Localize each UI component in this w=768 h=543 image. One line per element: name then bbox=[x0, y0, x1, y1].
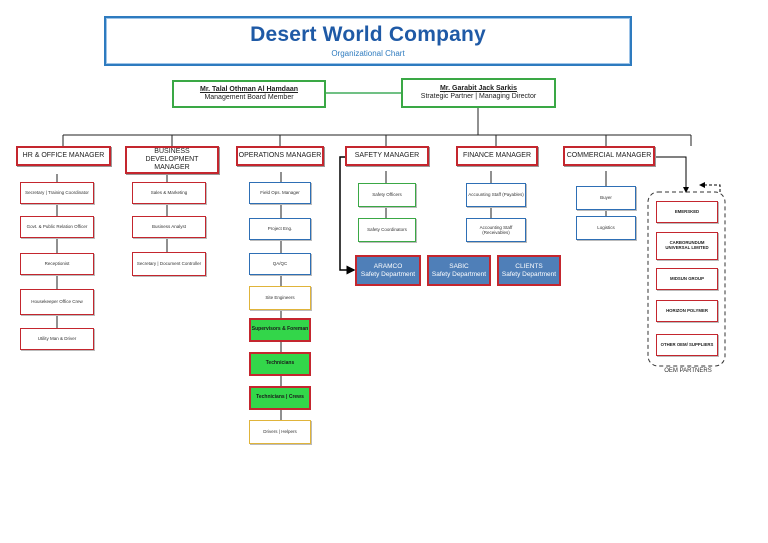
oem-partner-emersked: EMERSKED bbox=[656, 201, 718, 223]
department-name: CLIENTS bbox=[515, 263, 543, 271]
bd-item-label: Sales & Marketing bbox=[150, 190, 188, 196]
board-member-box: Mr. Talal Othman Al Hamdaan Management B… bbox=[172, 80, 326, 108]
oem-partners-caption: OEM PARTNERS bbox=[664, 368, 712, 374]
commercial-item-logistics: Logistics bbox=[576, 216, 636, 240]
ops-item-label: Drivers | Helpers bbox=[263, 429, 297, 435]
managing-director-name: Mr. Garabit Jack Sarkis bbox=[439, 84, 518, 92]
business-development-manager-box: BUSINESS DEVELOPMENT MANAGER bbox=[125, 146, 219, 174]
managing-director-role: Strategic Partner | Managing Director bbox=[420, 93, 537, 100]
department-type: Safety Department bbox=[501, 270, 557, 278]
managing-director-box: Mr. Garabit Jack Sarkis Strategic Partne… bbox=[401, 78, 556, 108]
safety-item-label: Safety Officers bbox=[372, 192, 402, 198]
ops-item-label: QA/QC bbox=[272, 261, 288, 267]
safety-item-label: Safety Coordinators bbox=[367, 227, 407, 233]
oem-partner-label: OTHER OEM/ SUPPLIERS bbox=[660, 341, 714, 347]
operations-manager-box: OPERATIONS MANAGER bbox=[236, 146, 324, 166]
chart-subtitle: Organizational Chart bbox=[331, 49, 405, 59]
ops-item-label: Supervisors & Foreman bbox=[251, 326, 309, 333]
ops-item-project-eng: Project Eng. bbox=[249, 218, 311, 240]
bd-item-sales-marketing: Sales & Marketing bbox=[132, 182, 206, 204]
safety-manager-label: SAFETY MANAGER bbox=[354, 151, 420, 159]
finance-manager-box: FINANCE MANAGER bbox=[456, 146, 538, 166]
oem-partner-midsun: MIDSUN GROUP bbox=[656, 268, 718, 290]
ops-item-label: Field Ops. Manager bbox=[260, 190, 300, 196]
ops-item-label: Site Engineers bbox=[265, 295, 295, 301]
hr-item-label: Govt. & Public Relation Officer bbox=[26, 224, 88, 230]
safety-item-officers: Safety Officers bbox=[358, 183, 416, 207]
oem-partner-label: EMERSKED bbox=[674, 208, 700, 214]
ops-item-drivers-helpers: Drivers | Helpers bbox=[249, 420, 311, 444]
hr-office-manager-box: HR & OFFICE MANAGER bbox=[16, 146, 111, 166]
department-type: Safety Department bbox=[431, 270, 487, 278]
oem-partner-label: HORIZON POLYMER bbox=[666, 307, 708, 313]
oem-partner-horizon-polymer: HORIZON POLYMER bbox=[656, 300, 718, 322]
commercial-manager-box: COMMERCIAL MANAGER bbox=[563, 146, 655, 166]
hr-item-label: Secretary | Training Coordinator bbox=[25, 190, 89, 196]
aramco-safety-department: ARAMCO Safety Department bbox=[355, 255, 421, 286]
hr-item-secretary-training: Secretary | Training Coordinator bbox=[20, 182, 94, 204]
hr-item-label: Housekeeper Office Crew bbox=[31, 299, 83, 305]
bd-item-business-analyst: Business Analyst bbox=[132, 216, 206, 238]
company-title: Desert World Company bbox=[250, 23, 486, 47]
oem-partner-other: OTHER OEM/ SUPPLIERS bbox=[656, 334, 718, 356]
ops-item-label: Project Eng. bbox=[267, 226, 293, 232]
oem-partner-label: CARBORUNDUM UNIVERSAL LIMITED bbox=[665, 240, 709, 250]
ops-item-qa-qc: QA/QC bbox=[249, 253, 311, 275]
department-name: ARAMCO bbox=[373, 263, 403, 271]
commercial-item-label: Buyer bbox=[600, 195, 612, 201]
hr-item-label: Receptionist bbox=[44, 261, 70, 267]
board-member-name: Mr. Talal Othman Al Hamdaan bbox=[199, 85, 299, 93]
chart-title-box: Desert World Company Organizational Char… bbox=[104, 16, 632, 66]
finance-item-label: Accounting Staff (Payables) bbox=[468, 192, 524, 198]
safety-item-coordinators: Safety Coordinators bbox=[358, 218, 416, 242]
commercial-item-label: Logistics bbox=[597, 225, 615, 231]
ops-item-label: Technicians bbox=[265, 360, 295, 367]
commercial-manager-label: COMMERCIAL MANAGER bbox=[566, 151, 652, 159]
bd-item-label: Business Analyst bbox=[151, 224, 187, 230]
ops-item-supervisors-foreman: Supervisors & Foreman bbox=[249, 318, 311, 342]
ops-item-field-ops-manager: Field Ops. Manager bbox=[249, 182, 311, 204]
hr-item-utility-driver: Utility Man & Driver bbox=[20, 328, 94, 350]
department-name: SABIC bbox=[449, 263, 469, 271]
ops-item-technicians-crews: Technicians | Crews bbox=[249, 386, 311, 410]
sabic-safety-department: SABIC Safety Department bbox=[427, 255, 491, 286]
ops-item-label: Technicians | Crews bbox=[256, 394, 304, 401]
finance-item-payables: Accounting Staff (Payables) bbox=[466, 183, 526, 207]
bd-item-label: Secretary | Document Controller bbox=[136, 261, 202, 267]
hr-item-receptionist: Receptionist bbox=[20, 253, 94, 275]
board-member-role: Management Board Member bbox=[204, 94, 294, 101]
department-type: Safety Department bbox=[360, 270, 416, 278]
operations-manager-label: OPERATIONS MANAGER bbox=[238, 151, 322, 159]
commercial-item-buyer: Buyer bbox=[576, 186, 636, 210]
business-development-manager-label: BUSINESS DEVELOPMENT MANAGER bbox=[145, 147, 199, 172]
finance-item-receivables: Accounting Staff (Receivables) bbox=[466, 218, 526, 242]
finance-item-label: Accounting Staff (Receivables) bbox=[479, 224, 513, 235]
bd-item-secretary-document-controller: Secretary | Document Controller bbox=[132, 252, 206, 276]
clients-safety-department: CLIENTS Safety Department bbox=[497, 255, 561, 286]
ops-item-site-engineers: Site Engineers bbox=[249, 286, 311, 310]
safety-manager-box: SAFETY MANAGER bbox=[345, 146, 429, 166]
hr-item-label: Utility Man & Driver bbox=[37, 336, 77, 342]
hr-office-manager-label: HR & OFFICE MANAGER bbox=[22, 151, 105, 159]
hr-item-housekeeper: Housekeeper Office Crew bbox=[20, 289, 94, 315]
oem-partner-carborundum: CARBORUNDUM UNIVERSAL LIMITED bbox=[656, 232, 718, 260]
finance-manager-label: FINANCE MANAGER bbox=[462, 151, 532, 159]
ops-item-technicians: Technicians bbox=[249, 352, 311, 376]
oem-partner-label: MIDSUN GROUP bbox=[670, 275, 704, 281]
hr-item-govt-relations: Govt. & Public Relation Officer bbox=[20, 216, 94, 238]
